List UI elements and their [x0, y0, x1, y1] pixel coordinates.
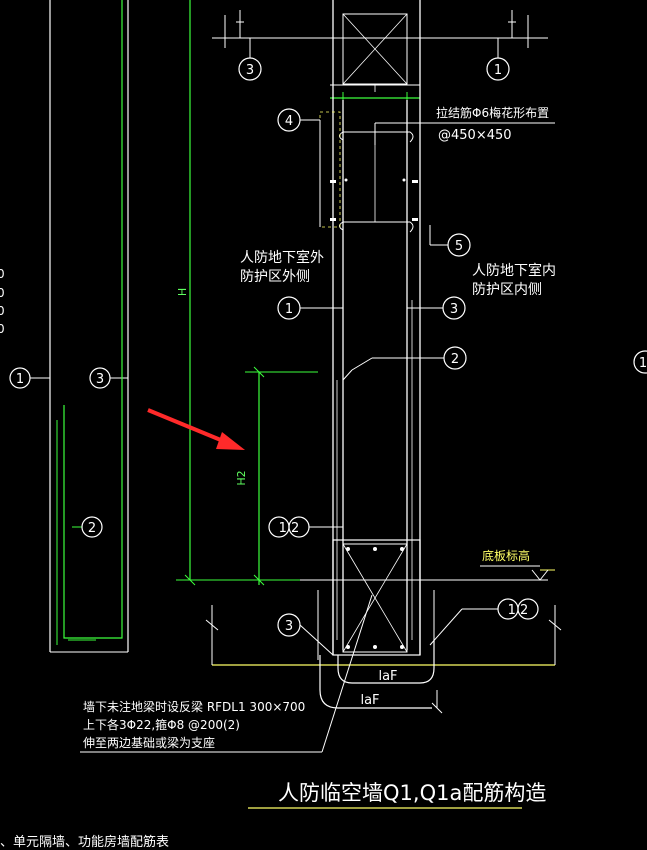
marker-3-top[interactable]: 3 — [238, 57, 262, 81]
marker-5[interactable]: 5 — [429, 225, 471, 257]
laf-outer-label: laF — [360, 693, 379, 708]
tie-bar-spacing: @450×450 — [438, 128, 512, 143]
dim-top-text: l — [374, 85, 377, 95]
marker-label: 2 — [451, 352, 459, 367]
outside-side-label-2: 防护区外侧 — [240, 269, 310, 285]
dimension-h2: H2 — [235, 366, 318, 586]
marker-1-top[interactable]: 1 — [486, 57, 510, 81]
beam-note-line-3: 伸至两边基础或梁为支座 — [83, 735, 215, 750]
marker-3-mid[interactable]: 3 — [407, 296, 466, 320]
inside-side-label-2: 防护区内侧 — [472, 282, 542, 298]
dim-h2-text: H2 — [235, 470, 248, 485]
marker-label: 1 2 — [279, 521, 300, 536]
marker-1-right-edge[interactable]: 1 — [633, 350, 647, 374]
drawing-title: 人防临空墙Q1,Q1a配筋构造 — [278, 781, 546, 805]
marker-1-left[interactable]: 1 — [9, 367, 31, 389]
edge-fragment: 0 — [0, 267, 5, 281]
outside-side-label-1: 人防地下室外 — [240, 249, 324, 266]
left-edge-fragments: 0 0 0 0 — [0, 267, 5, 336]
marker-label: 1 — [285, 302, 293, 317]
marker-label: 1 — [639, 356, 647, 371]
marker-label: 3 — [285, 619, 293, 634]
dim-h-text: H — [176, 288, 189, 296]
bottom-partial-text: 、单元隔墙、功能房墙配筋表 — [0, 834, 169, 850]
beam-note-line-2: 上下各3Φ22,箍Φ8 @200(2) — [83, 717, 240, 732]
marker-label: 1 — [494, 63, 502, 78]
foundation-beam: 底板标高 laF laF — [205, 539, 562, 714]
marker-4[interactable]: 4 — [277, 108, 321, 227]
marker-label: 3 — [96, 372, 104, 387]
top-plan-detail: l — [212, 10, 548, 104]
marker-label: 5 — [455, 239, 463, 254]
marker-1-mid[interactable]: 1 — [277, 296, 343, 320]
red-arrow-annotation — [147, 408, 245, 450]
edge-fragment: 0 — [0, 322, 5, 336]
marker-label: 3 — [246, 63, 254, 78]
laf-inner-label: laF — [378, 669, 397, 684]
marker-label: 1 2 — [508, 603, 529, 618]
marker-2-mid[interactable]: 2 — [351, 346, 467, 371]
marker-12-mid[interactable]: 1 2 — [268, 516, 343, 538]
marker-label: 2 — [88, 521, 96, 536]
beam-note: 墙下未注地梁时设反梁 RFDL1 300×700 上下各3Φ22,箍Φ8 @20… — [80, 594, 373, 753]
marker-label: 4 — [285, 114, 293, 129]
left-column-section — [30, 0, 129, 653]
marker-3-bottom[interactable]: 3 — [277, 613, 334, 656]
inside-side-label-1: 人防地下室内 — [472, 262, 556, 279]
marker-label: 3 — [450, 302, 458, 317]
marker-2-left[interactable]: 2 — [81, 516, 103, 538]
edge-fragment: 0 — [0, 304, 5, 318]
drawing-title-block: 人防临空墙Q1,Q1a配筋构造 — [248, 781, 546, 809]
tie-bar-annotation: 拉结筋Φ6梅花形布置 @450×450 — [374, 105, 555, 145]
beam-note-line-1: 墙下未注地梁时设反梁 RFDL1 300×700 — [83, 699, 305, 714]
floor-level-label: 底板标高 — [482, 548, 530, 563]
tie-bar-note: 拉结筋Φ6梅花形布置 — [436, 105, 549, 120]
edge-fragment: 0 — [0, 286, 5, 300]
marker-label: 1 — [16, 372, 24, 387]
marker-3-left[interactable]: 3 — [89, 367, 111, 389]
marker-12-bottom[interactable]: 1 2 — [429, 598, 539, 646]
